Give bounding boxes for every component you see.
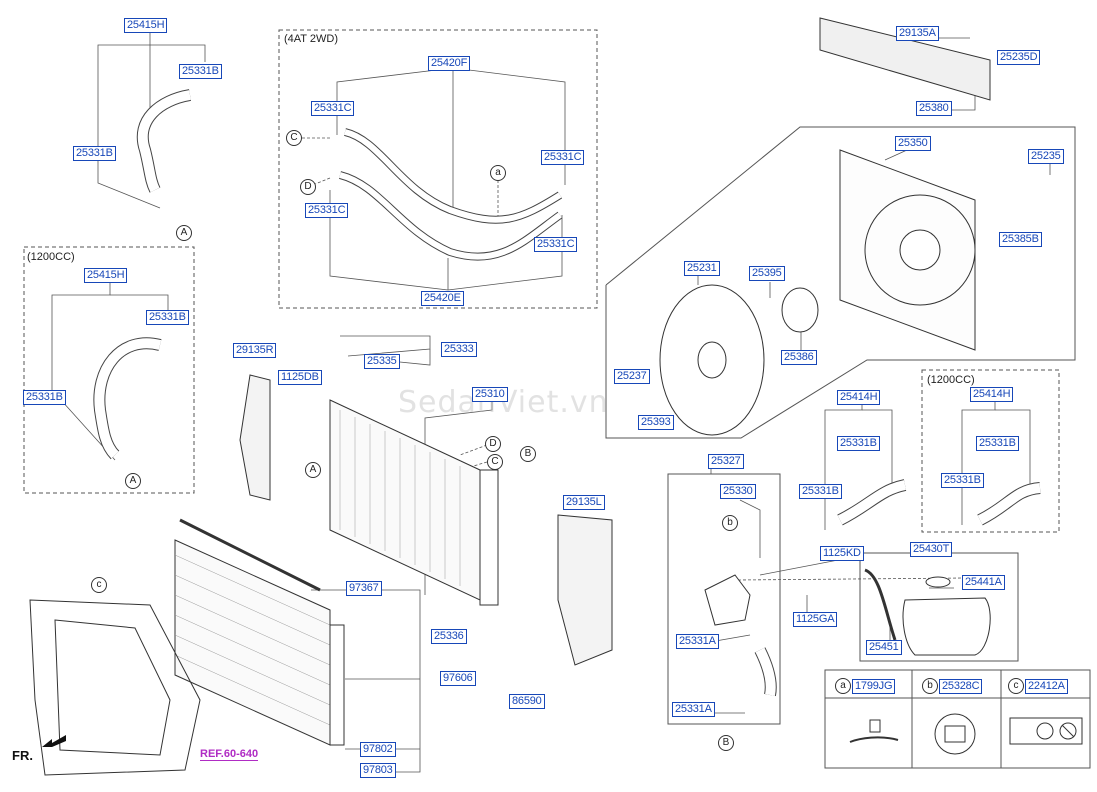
callout-c-carrier: c [91,577,107,593]
callout-b-radiator: B [520,446,536,462]
part-25451[interactable]: 25451 [866,640,902,655]
front-direction-label: FR. [12,748,33,763]
part-25393[interactable]: 25393 [638,415,674,430]
air-guard-right [239,374,271,501]
group-box-1200cc-left [23,246,195,494]
part-25380[interactable]: 25380 [916,101,952,116]
part-25333[interactable]: 25333 [441,342,477,357]
part-29135a[interactable]: 29135A [896,26,939,41]
group-box-4at-2wd [278,29,598,309]
part-1125kd[interactable]: 1125KD [820,546,864,561]
radiator-top-cover [819,17,991,101]
part-25331c[interactable]: 25331C [311,101,355,116]
legend-key-b: b [922,678,938,694]
part-25331c[interactable]: 25331C [305,203,349,218]
part-25350[interactable]: 25350 [895,136,931,151]
clip-icon [849,736,899,743]
part-29135l[interactable]: 29135L [563,495,605,510]
part-25386[interactable]: 25386 [781,350,817,365]
reference-link[interactable]: REF.60-640 [200,748,259,761]
part-25331b[interactable]: 25331B [941,473,984,488]
front-arrow-icon [42,735,66,747]
part-29135r[interactable]: 29135R [233,343,277,358]
part-25414h[interactable]: 25414H [837,390,881,405]
part-25237[interactable]: 25237 [614,369,650,384]
part-25331a[interactable]: 25331A [672,702,715,717]
part-97606[interactable]: 97606 [440,671,476,686]
front-end-carrier [29,599,201,776]
part-25330[interactable]: 25330 [720,484,756,499]
part-25395[interactable]: 25395 [749,266,785,281]
part-25385b[interactable]: 25385B [999,232,1042,247]
callout-a-left: A [125,473,141,489]
warning-label-icon [1009,717,1083,745]
part-25310[interactable]: 25310 [472,387,508,402]
part-25430t[interactable]: 25430T [910,542,953,557]
callout-c-radiator: C [487,454,503,470]
thermostat-box [667,473,781,725]
part-25414h-1200cc[interactable]: 25414H [970,387,1014,402]
fan-motor [781,287,819,333]
legend-key-a: a [835,678,851,694]
part-25331c[interactable]: 25331C [541,150,585,165]
callout-b-thermostat: b [722,515,738,531]
legend-part-1799jg[interactable]: 1799JG [852,679,896,694]
part-25235d[interactable]: 25235D [997,50,1041,65]
part-25331b[interactable]: 25331B [73,146,116,161]
oil-cooler-hose-1 [343,128,563,224]
legend-part-22412a[interactable]: 22412A [1025,679,1068,694]
callout-a-upper: A [176,225,192,241]
radiator [329,399,481,601]
part-25420f[interactable]: 25420F [428,56,471,71]
part-25420e[interactable]: 25420E [421,291,464,306]
callout-c-hose: C [286,130,302,146]
legend-part-25328c[interactable]: 25328C [939,679,983,694]
caption-1200cc-left: (1200CC) [27,251,75,263]
part-25336[interactable]: 25336 [431,629,467,644]
part-25335[interactable]: 25335 [364,354,400,369]
callout-a-lower-hose: a [490,165,506,181]
caption-1200cc-right: (1200CC) [927,374,975,386]
part-25441a[interactable]: 25441A [962,575,1005,590]
part-1125ga[interactable]: 1125GA [793,612,838,627]
legend-table [824,669,1091,769]
part-25231[interactable]: 25231 [684,261,720,276]
part-25327[interactable]: 25327 [708,454,744,469]
sensor-label-icon [934,713,976,755]
part-1125db[interactable]: 1125DB [278,370,322,385]
part-25415h-left[interactable]: 25415H [84,268,128,283]
part-97803[interactable]: 97803 [360,763,396,778]
legend-key-c: c [1008,678,1024,694]
part-25331a[interactable]: 25331A [676,634,719,649]
part-86590[interactable]: 86590 [509,694,545,709]
part-25331b[interactable]: 25331B [837,436,880,451]
part-25331b[interactable]: 25331B [146,310,189,325]
fan-assembly-frame [605,126,1076,439]
callout-d-hose: D [300,179,316,195]
part-25331c[interactable]: 25331C [534,237,578,252]
air-guard-left [557,514,613,666]
part-25415h-top[interactable]: 25415H [124,18,168,33]
part-25331b[interactable]: 25331B [23,390,66,405]
thermostat-housing [704,574,751,626]
callout-b-lower: B [718,735,734,751]
part-25235[interactable]: 25235 [1028,149,1064,164]
callout-d-radiator: D [485,436,501,452]
part-97367[interactable]: 97367 [346,581,382,596]
reservoir-tank [902,597,991,656]
part-25331b[interactable]: 25331B [976,436,1019,451]
callout-a-radiator: A [305,462,321,478]
part-97802[interactable]: 97802 [360,742,396,757]
part-25331b[interactable]: 25331B [179,64,222,79]
part-25331b[interactable]: 25331B [799,484,842,499]
caption-4at-2wd: (4AT 2WD) [284,33,338,45]
group-box-1200cc-right [921,369,1060,533]
